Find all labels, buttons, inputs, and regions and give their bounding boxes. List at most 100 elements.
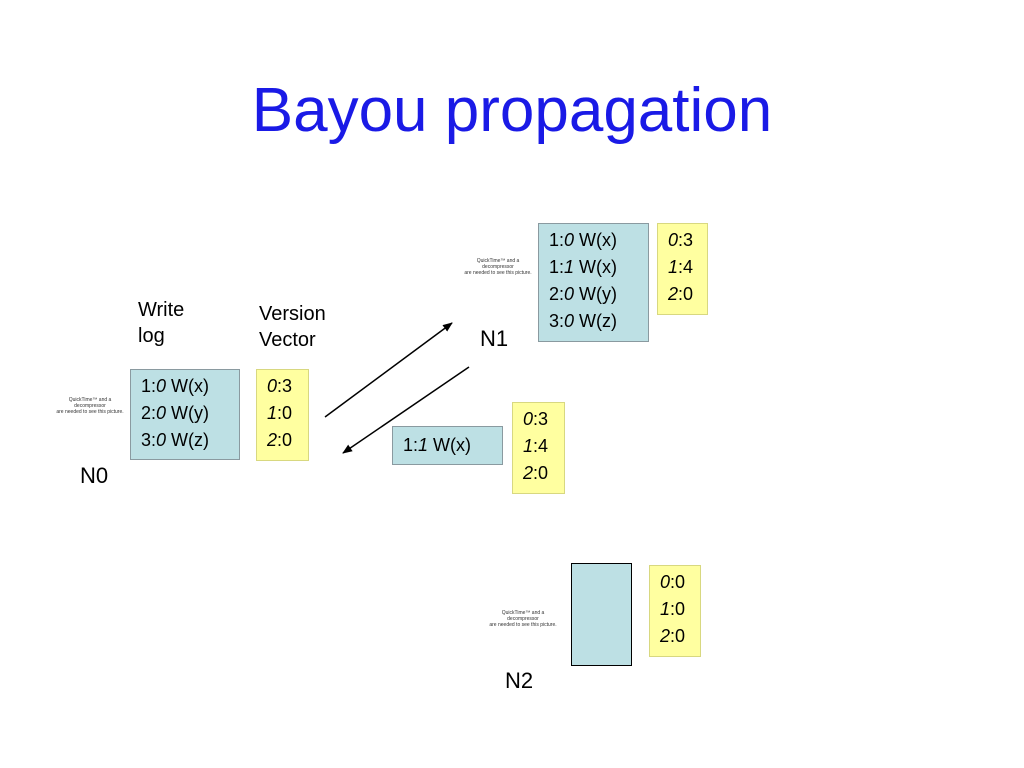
n0-label: N0 xyxy=(80,463,109,488)
n1-write-log: 1:0 W(x) 1:1 W(x) 2:0 W(y) 3:0 W(z) xyxy=(538,223,649,342)
write-log-label-line: log xyxy=(138,325,165,347)
vector-entry: 2:0 xyxy=(668,281,707,308)
qt-line: QuickTime™ and a xyxy=(68,397,112,403)
version-vector-label: Version Vector xyxy=(259,301,326,353)
vector-entry: 0:3 xyxy=(668,227,707,254)
n2-version-vector: 0:0 1:0 2:0 xyxy=(649,565,701,657)
qt-line: QuickTime™ and a xyxy=(501,610,545,616)
vector-entry: 2:0 xyxy=(267,427,308,454)
entry-op: W(y) xyxy=(574,284,618,304)
entry-ts: 2: xyxy=(549,284,565,304)
vector-entry: 1:0 xyxy=(267,400,308,427)
vector-val: :3 xyxy=(533,409,549,429)
vector-val: :4 xyxy=(533,436,549,456)
vector-node: 1 xyxy=(668,257,679,277)
vector-val: :4 xyxy=(678,257,694,277)
vector-node: 1 xyxy=(267,403,278,423)
vector-node: 1 xyxy=(660,599,671,619)
vector-entry: 0:3 xyxy=(267,373,308,400)
vector-node: 0 xyxy=(668,230,679,250)
n1-missing-picture: QuickTime™ and a decompressor are needed… xyxy=(448,258,548,276)
entry-ts: 1: xyxy=(403,435,419,455)
entry-src: 1 xyxy=(564,257,575,277)
entry-op: W(z) xyxy=(574,311,618,331)
vector-node: 2 xyxy=(523,463,534,483)
vector-val: :0 xyxy=(670,572,686,592)
vector-val: :0 xyxy=(277,403,293,423)
vector-val: :0 xyxy=(678,284,694,304)
entry-src: 1 xyxy=(418,435,429,455)
log-entry: 2:0 W(y) xyxy=(549,281,648,308)
vector-val: :0 xyxy=(670,599,686,619)
vector-node: 0 xyxy=(660,572,671,592)
version-vector-label-line: Version xyxy=(259,303,326,325)
log-entry: 3:0 W(z) xyxy=(141,427,239,454)
vector-entry: 1:4 xyxy=(668,254,707,281)
entry-src: 0 xyxy=(156,430,167,450)
vector-val: :0 xyxy=(277,430,293,450)
vector-entry: 0:0 xyxy=(660,569,700,596)
n1-version-vector: 0:3 1:4 2:0 xyxy=(657,223,708,315)
n2-write-log xyxy=(571,563,632,666)
message-version-vector: 0:3 1:4 2:0 xyxy=(512,402,565,494)
n0-version-vector: 0:3 1:0 2:0 xyxy=(256,369,309,461)
entry-op: W(x) xyxy=(428,435,472,455)
qt-line: are needed to see this picture. xyxy=(489,622,557,628)
log-entry: 1:1 W(x) xyxy=(549,254,648,281)
page-title: Bayou propagation xyxy=(251,76,773,145)
entry-ts: 3: xyxy=(141,430,157,450)
n2-missing-picture: QuickTime™ and a decompressor are needed… xyxy=(473,610,573,628)
vector-val: :0 xyxy=(670,626,686,646)
vector-node: 1 xyxy=(523,436,534,456)
entry-op: W(z) xyxy=(166,430,210,450)
log-entry: 1:0 W(x) xyxy=(141,373,239,400)
entry-src: 0 xyxy=(564,284,575,304)
vector-val: :3 xyxy=(678,230,694,250)
entry-src: 0 xyxy=(156,376,167,396)
entry-op: W(x) xyxy=(574,257,618,277)
arrow-n0-to-n1 xyxy=(324,322,453,418)
write-log-label-line: Write xyxy=(138,299,185,321)
qt-line: are needed to see this picture. xyxy=(56,409,124,415)
vector-entry: 0:3 xyxy=(523,406,564,433)
qt-line: decompressor xyxy=(507,616,539,622)
vector-entry: 2:0 xyxy=(660,623,700,650)
entry-ts: 1: xyxy=(549,257,565,277)
entry-src: 0 xyxy=(564,230,575,250)
version-vector-label-line: Vector xyxy=(259,329,316,351)
entry-op: W(x) xyxy=(166,376,210,396)
entry-ts: 1: xyxy=(141,376,157,396)
entry-op: W(y) xyxy=(166,403,210,423)
vector-val: :0 xyxy=(533,463,549,483)
qt-line: are needed to see this picture. xyxy=(464,270,532,276)
entry-op: W(x) xyxy=(574,230,618,250)
log-entry: 2:0 W(y) xyxy=(141,400,239,427)
log-entry: 1:1 W(x) xyxy=(403,432,502,459)
log-entry: 3:0 W(z) xyxy=(549,308,648,335)
vector-node: 0 xyxy=(523,409,534,429)
entry-ts: 2: xyxy=(141,403,157,423)
vector-node: 2 xyxy=(660,626,671,646)
message-write: 1:1 W(x) xyxy=(392,426,503,465)
n1-label: N1 xyxy=(480,326,509,351)
vector-node: 2 xyxy=(668,284,679,304)
vector-entry: 1:4 xyxy=(523,433,564,460)
vector-val: :3 xyxy=(277,376,293,396)
entry-ts: 1: xyxy=(549,230,565,250)
arrow-n1-to-n0 xyxy=(342,366,470,454)
entry-ts: 3: xyxy=(549,311,565,331)
entry-src: 0 xyxy=(564,311,575,331)
entry-src: 0 xyxy=(156,403,167,423)
vector-node: 0 xyxy=(267,376,278,396)
n0-missing-picture: QuickTime™ and a decompressor are needed… xyxy=(40,397,140,415)
qt-line: QuickTime™ and a xyxy=(476,258,520,264)
write-log-label: Write log xyxy=(138,297,184,349)
n0-write-log: 1:0 W(x) 2:0 W(y) 3:0 W(z) xyxy=(130,369,240,460)
vector-entry: 2:0 xyxy=(523,460,564,487)
log-entry: 1:0 W(x) xyxy=(549,227,648,254)
n2-label: N2 xyxy=(505,668,534,693)
vector-entry: 1:0 xyxy=(660,596,700,623)
qt-line: decompressor xyxy=(74,403,106,409)
vector-node: 2 xyxy=(267,430,278,450)
